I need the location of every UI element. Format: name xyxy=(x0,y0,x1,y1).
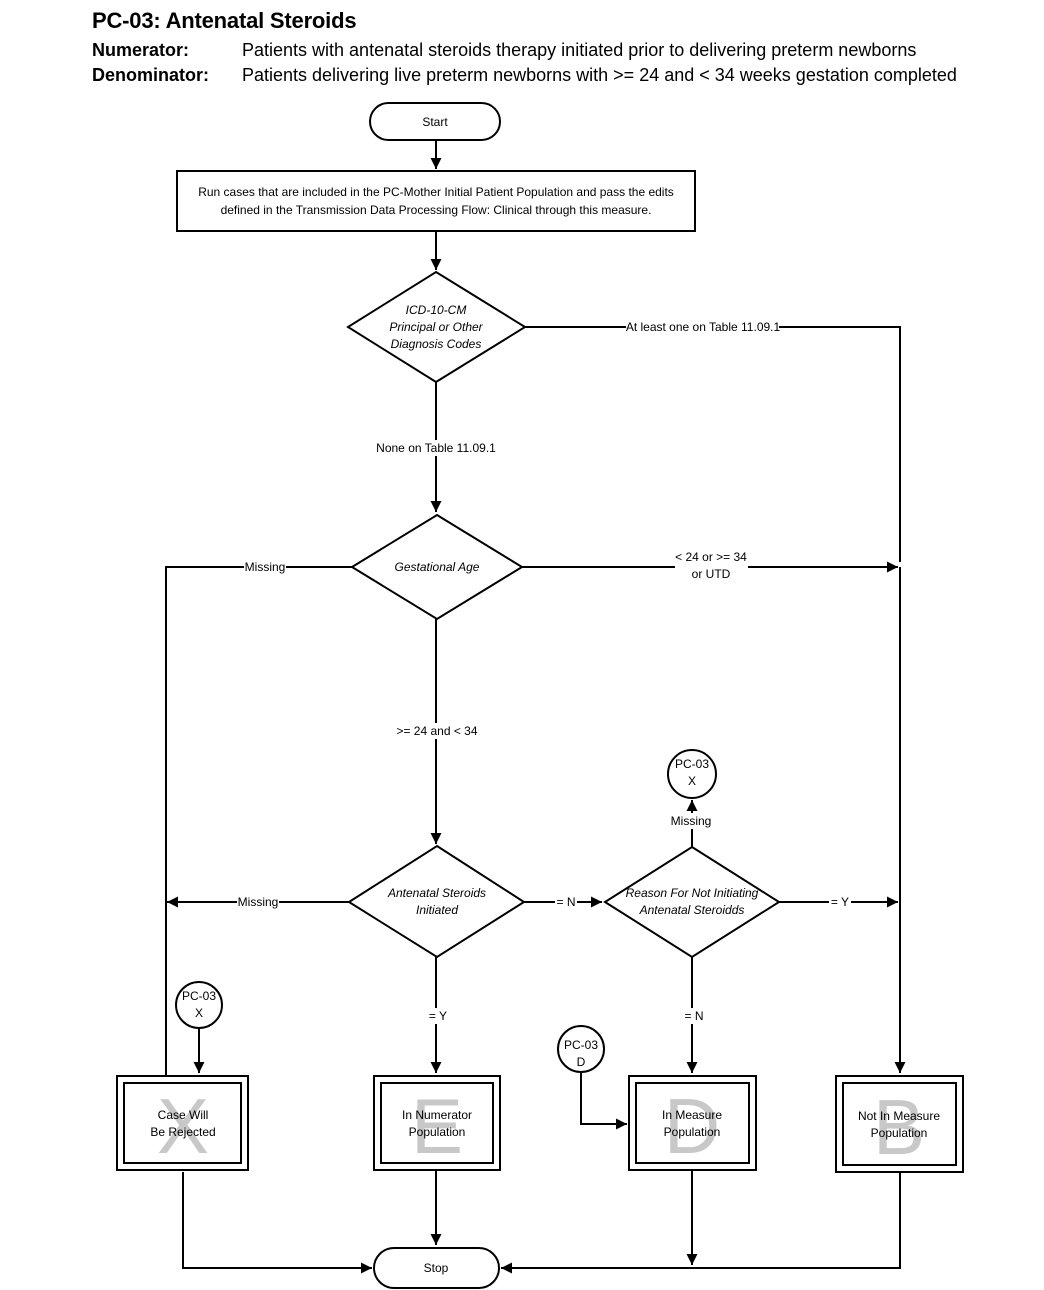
gestational-age-label: Gestational Age xyxy=(395,560,480,574)
outcome-e-line2: Population xyxy=(409,1125,466,1139)
steroids-decision xyxy=(347,844,526,959)
outcome-e-box: E In Numerator Population xyxy=(373,1075,501,1171)
edge-x-stop xyxy=(182,1172,372,1274)
connector-pc03-d-line1: PC-03 xyxy=(564,1038,598,1052)
ga-in-label: >= 24 and < 34 xyxy=(396,724,477,738)
connector-pc03-x-left-line1: PC-03 xyxy=(182,989,216,1003)
start-terminal xyxy=(369,102,501,141)
reason-decision-line1: Reason For Not Initiating xyxy=(626,886,759,900)
reason-decision xyxy=(603,845,781,959)
outcome-x-line1: Case Will xyxy=(158,1108,209,1122)
denominator-label: Denominator: xyxy=(92,65,209,85)
process-box xyxy=(176,170,696,232)
stop-label: Stop xyxy=(424,1261,449,1275)
outcome-b-box: B Not In Measure Population xyxy=(835,1075,964,1173)
connector-pc03-d-line2: D xyxy=(577,1055,586,1069)
dx-no-label: None on Table 11.09.1 xyxy=(376,441,496,455)
steroids-decision-line2: Initiated xyxy=(416,903,458,917)
reason-y-label: = Y xyxy=(831,895,849,909)
dx-yes-label: At least one on Table 11.09.1 xyxy=(626,320,781,334)
gestational-age-decision xyxy=(350,513,524,621)
diagnosis-decision-line2: Principal or Other xyxy=(389,320,483,334)
connector-pc03-x-left-line2: X xyxy=(195,1006,203,1020)
denominator-text: Patients delivering live preterm newborn… xyxy=(242,65,957,85)
outcome-d-line2: Population xyxy=(664,1125,721,1139)
diagnosis-decision-line3: Diagnosis Codes xyxy=(391,337,482,351)
outcome-x-line2: Be Rejected xyxy=(150,1125,215,1139)
outcome-x-box: X Case Will Be Rejected xyxy=(116,1075,249,1171)
numerator-label: Numerator: xyxy=(92,40,190,60)
connector-pc03-x-top-line2: X xyxy=(688,774,696,788)
outcome-b-line2: Population xyxy=(871,1126,928,1140)
reason-decision-line2: Antenatal Steroidds xyxy=(639,903,745,917)
diagnosis-decision xyxy=(346,270,527,384)
edge-ga-missing xyxy=(165,566,352,1076)
ga-missing-label: Missing xyxy=(245,560,286,574)
edge-connd-d xyxy=(580,1069,627,1130)
connector-pc03-x-top-line1: PC-03 xyxy=(675,757,709,771)
reason-missing-label: Missing xyxy=(671,814,712,828)
steroids-y-label: = Y xyxy=(429,1009,447,1023)
outcome-x-letter: X xyxy=(157,1082,209,1170)
edge-b-stop xyxy=(501,1172,901,1274)
steroids-missing-label: Missing xyxy=(238,895,279,909)
connector-pc03-d xyxy=(557,1025,605,1073)
outcome-d-line1: In Measure xyxy=(662,1108,722,1122)
edge-dx-yes xyxy=(525,326,901,562)
connector-pc03-x-left xyxy=(175,981,223,1029)
outcome-e-letter: E xyxy=(411,1082,463,1170)
outcome-b-letter: B xyxy=(873,1083,925,1171)
outcome-b-line1: Not In Measure xyxy=(858,1109,940,1123)
steroids-decision-line1: Antenatal Steroids xyxy=(387,886,486,900)
outcome-e-line1: In Numerator xyxy=(402,1108,472,1122)
stop-terminal xyxy=(373,1247,500,1289)
steroids-n-label: = N xyxy=(556,895,575,909)
outcome-d-letter: D xyxy=(664,1082,720,1170)
reason-n-label: = N xyxy=(684,1009,703,1023)
numerator-text: Patients with antenatal steroids therapy… xyxy=(242,40,917,60)
ga-out-label-line2: or UTD xyxy=(692,567,731,581)
start-label: Start xyxy=(422,115,448,129)
process-text-line2: defined in the Transmission Data Process… xyxy=(221,203,652,217)
connector-pc03-x-top xyxy=(667,749,717,799)
page-title: PC-03: Antenatal Steroids xyxy=(92,8,357,33)
diagnosis-decision-line1: ICD-10-CM xyxy=(406,303,467,317)
ga-out-label-line1: < 24 or >= 34 xyxy=(675,550,747,564)
outcome-d-box: D In Measure Population xyxy=(628,1075,757,1171)
process-text-line1: Run cases that are included in the PC-Mo… xyxy=(198,185,674,199)
